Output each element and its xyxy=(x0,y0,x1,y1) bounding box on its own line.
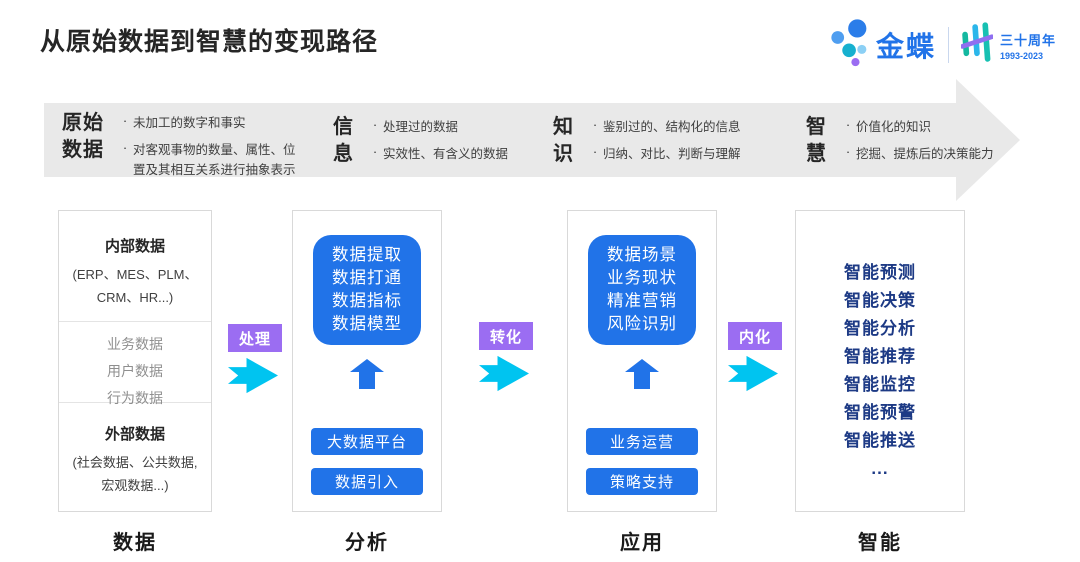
big-data-platform-button: 大数据平台 xyxy=(311,428,423,455)
bullet-item: 挖掘、提炼后的决策能力 xyxy=(840,144,994,164)
application-capability-box: 数据场景 业务现状 精准营销 风险识别 xyxy=(588,235,696,345)
page-title: 从原始数据到智慧的变现路径 xyxy=(40,28,379,56)
bullet-item: 处理过的数据 xyxy=(367,117,508,137)
bullet-dot xyxy=(367,117,383,137)
thirty-years-mark-icon xyxy=(960,18,995,73)
external-data-section: 外部数据 (社会数据、公共数据, 宏观数据...) xyxy=(59,403,211,497)
stage-bullets: 处理过的数据 实效性、有含义的数据 xyxy=(367,117,508,171)
bullet-text: 对客观事物的数量、属性、位 置及其相互关系进行抽象表示 xyxy=(133,143,296,177)
data-import-button: 数据引入 xyxy=(311,468,423,495)
connector-internalize: 内化 xyxy=(728,322,782,392)
footer-data: 数据 xyxy=(113,532,157,554)
column-intelligence: 智能预测 智能决策 智能分析 智能推荐 智能监控 智能预警 智能推送 ... xyxy=(795,210,965,512)
up-arrow-icon xyxy=(350,359,384,389)
right-arrow-icon xyxy=(728,355,778,392)
external-data-title: 外部数据 xyxy=(104,426,165,443)
list-item: 智能推送 xyxy=(844,431,916,450)
connector-label: 转化 xyxy=(479,322,533,350)
bullet-text: 价值化的知识 xyxy=(856,120,932,134)
stage-bullets: 鉴别过的、结构化的信息 归纳、对比、判断与理解 xyxy=(587,117,741,171)
column-data: 内部数据 (ERP、MES、PLM、 CRM、HR...) 业务数据 用户数据 … xyxy=(58,210,212,512)
bullet-item: 实效性、有含义的数据 xyxy=(367,144,508,164)
stage-raw-data: 原始 数据 未加工的数字和事实 对客观事物的数量、属性、位 置及其相互关系进行抽… xyxy=(62,110,296,187)
kingdee-logo: 金蝶 三十周年 1993-2023 xyxy=(830,16,1056,74)
anniversary-years: 1993-2023 xyxy=(999,50,1044,61)
right-arrow-icon xyxy=(479,355,529,392)
footer-intelligence: 智能 xyxy=(858,532,902,554)
stage-wisdom: 智 慧 价值化的知识 挖掘、提炼后的决策能力 xyxy=(806,114,994,171)
internal-data-title: 内部数据 xyxy=(104,238,165,255)
bullet-dot xyxy=(587,117,603,137)
analysis-capability-box: 数据提取 数据打通 数据指标 数据模型 xyxy=(313,235,421,345)
list-item: 智能决策 xyxy=(844,291,916,310)
anniversary-text-group: 三十周年 1993-2023 xyxy=(1000,30,1056,61)
intelligence-list: 智能预测 智能决策 智能分析 智能推荐 智能监控 智能预警 智能推送 ... xyxy=(796,211,964,483)
internal-data-subtitle: (ERP、MES、PLM、 CRM、HR...) xyxy=(72,267,198,305)
brand-name: 金蝶 xyxy=(875,31,936,62)
bullet-item: 未加工的数字和事实 xyxy=(117,113,296,133)
list-item: 智能预测 xyxy=(844,263,916,282)
bullet-text: 未加工的数字和事实 xyxy=(133,116,246,130)
column-analysis: 数据提取 数据打通 数据指标 数据模型 大数据平台 数据引入 xyxy=(292,210,442,512)
strategy-support-button: 策略支持 xyxy=(586,468,698,495)
bullet-dot xyxy=(117,113,133,133)
list-item: 智能预警 xyxy=(844,403,916,422)
stage-bullets: 未加工的数字和事实 对客观事物的数量、属性、位 置及其相互关系进行抽象表示 xyxy=(117,113,296,187)
list-item: 智能分析 xyxy=(844,319,916,338)
stage-heading: 智 慧 xyxy=(806,116,827,165)
stage-heading: 信 息 xyxy=(333,116,354,165)
anniversary-title: 三十周年 xyxy=(999,32,1056,48)
footer-application: 应用 xyxy=(620,532,664,554)
bullet-text: 鉴别过的、结构化的信息 xyxy=(603,120,741,134)
bullet-dot xyxy=(367,144,383,164)
right-arrow-icon xyxy=(228,357,278,394)
connector-label: 内化 xyxy=(728,322,782,350)
data-types-section: 业务数据 用户数据 行为数据 xyxy=(59,321,211,406)
list-item-ellipsis: ... xyxy=(871,459,889,478)
stage-knowledge: 知 识 鉴别过的、结构化的信息 归纳、对比、判断与理解 xyxy=(553,114,741,171)
banner-arrow-head xyxy=(956,79,1020,201)
footer-analysis: 分析 xyxy=(345,532,389,554)
external-data-subtitle: (社会数据、公共数据, 宏观数据...) xyxy=(72,455,198,493)
bullet-dot xyxy=(117,140,133,180)
stage-information: 信 息 处理过的数据 实效性、有含义的数据 xyxy=(333,114,508,171)
bullet-item: 对客观事物的数量、属性、位 置及其相互关系进行抽象表示 xyxy=(117,140,296,180)
bullet-item: 归纳、对比、判断与理解 xyxy=(587,144,741,164)
column-application: 数据场景 业务现状 精准营销 风险识别 业务运营 策略支持 xyxy=(567,210,717,512)
bullet-text: 挖掘、提炼后的决策能力 xyxy=(856,147,994,161)
logo-divider xyxy=(947,27,949,63)
stage-heading: 知 识 xyxy=(553,116,574,165)
bullet-dot xyxy=(840,144,856,164)
banner-arrow-body xyxy=(44,103,956,177)
stage-bullets: 价值化的知识 挖掘、提炼后的决策能力 xyxy=(840,117,994,171)
stage-heading: 原始 数据 xyxy=(62,112,104,161)
bullet-dot xyxy=(587,144,603,164)
bullet-dot xyxy=(840,117,856,137)
internal-data-section: 内部数据 (ERP、MES、PLM、 CRM、HR...) xyxy=(59,211,211,321)
bullet-text: 处理过的数据 xyxy=(383,120,459,134)
kingdee-dots-icon xyxy=(830,16,870,75)
list-item: 智能推荐 xyxy=(844,347,916,366)
bullet-item: 价值化的知识 xyxy=(840,117,994,137)
connector-transform: 转化 xyxy=(479,322,533,392)
bullet-item: 鉴别过的、结构化的信息 xyxy=(587,117,741,137)
up-arrow-icon xyxy=(625,359,659,389)
bullet-text: 归纳、对比、判断与理解 xyxy=(603,147,741,161)
list-item: 智能监控 xyxy=(844,375,916,394)
business-operation-button: 业务运营 xyxy=(586,428,698,455)
connector-process: 处理 xyxy=(228,324,282,394)
connector-label: 处理 xyxy=(228,324,282,352)
bullet-text: 实效性、有含义的数据 xyxy=(383,147,509,161)
